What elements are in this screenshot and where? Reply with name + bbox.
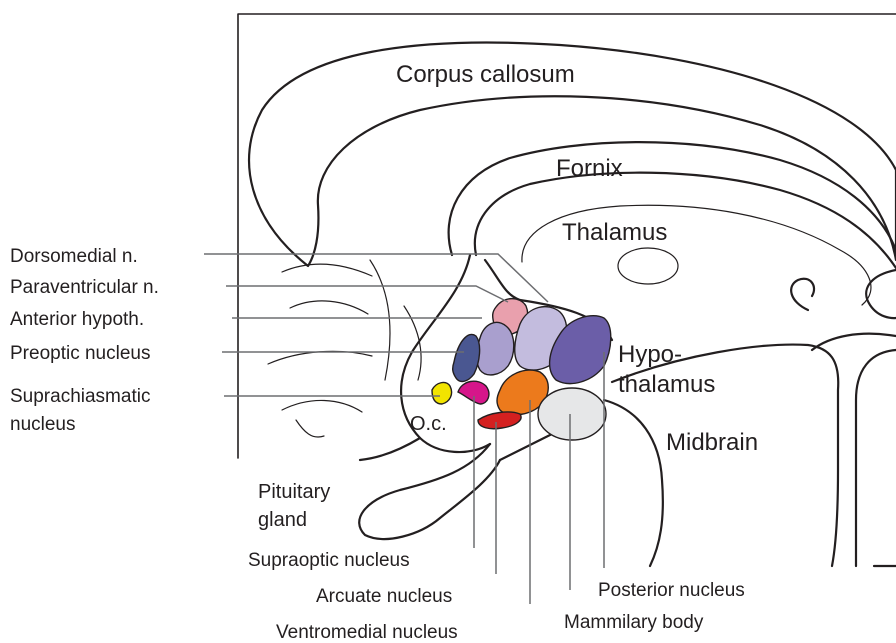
- pituitary-stalk-outline: [360, 438, 420, 460]
- sulcus-line: [370, 260, 390, 380]
- infundibulum-outline: [359, 444, 500, 539]
- leader-line: [226, 286, 508, 302]
- posterior-label: Posterior nucleus: [598, 580, 745, 601]
- anterior-hypothalamus-label: Anterior hypoth.: [10, 309, 144, 330]
- sulcus-line: [290, 301, 368, 314]
- dorsomedial-label: Dorsomedial n.: [10, 246, 138, 267]
- tectum-outline: [812, 334, 896, 350]
- corpus-callosum-label: Corpus callosum: [396, 61, 575, 88]
- preoptic-nucleus: [453, 334, 480, 381]
- optic-chiasm-label: O.c.: [410, 413, 447, 435]
- paraventricular-label: Paraventricular n.: [10, 277, 159, 298]
- suprachiasmatic-label-line1: Suprachiasmatic: [10, 386, 150, 407]
- sulcus-line: [268, 351, 372, 364]
- sulcus-line: [282, 400, 362, 412]
- fornix-inner-outline: [475, 173, 896, 268]
- tectum-loop: [791, 279, 814, 310]
- hypothalamus-label-line1: Hypo-: [618, 341, 682, 368]
- brainstem-right-outline: [856, 350, 896, 566]
- suprachiasmatic-nucleus: [432, 383, 452, 404]
- thalamus-label: Thalamus: [562, 219, 667, 246]
- sulcus-line: [282, 264, 372, 276]
- thalamus-mass: [618, 248, 678, 284]
- supraoptic-label: Supraoptic nucleus: [248, 550, 410, 571]
- sulcus-line: [296, 420, 324, 437]
- mammillary-label: Mammilary body: [564, 612, 704, 633]
- preoptic-label: Preoptic nucleus: [10, 343, 150, 364]
- ventromedial-label: Ventromedial nucleus: [276, 622, 458, 643]
- arcuate-label: Arcuate nucleus: [316, 586, 452, 607]
- suprachiasmatic-label-line2: nucleus: [10, 414, 76, 435]
- pituitary-label-line2: gland: [258, 509, 307, 531]
- anterior-hypothalamus-nucleus: [477, 322, 514, 375]
- mammillary-body: [538, 388, 606, 440]
- fornix-label: Fornix: [556, 155, 623, 182]
- hypothalamus-label-line2: thalamus: [618, 371, 715, 398]
- midbrain-label: Midbrain: [666, 429, 758, 456]
- midbrain-front-outline: [604, 400, 663, 566]
- arcuate-nucleus: [478, 412, 521, 429]
- pituitary-label-line1: Pituitary: [258, 481, 330, 503]
